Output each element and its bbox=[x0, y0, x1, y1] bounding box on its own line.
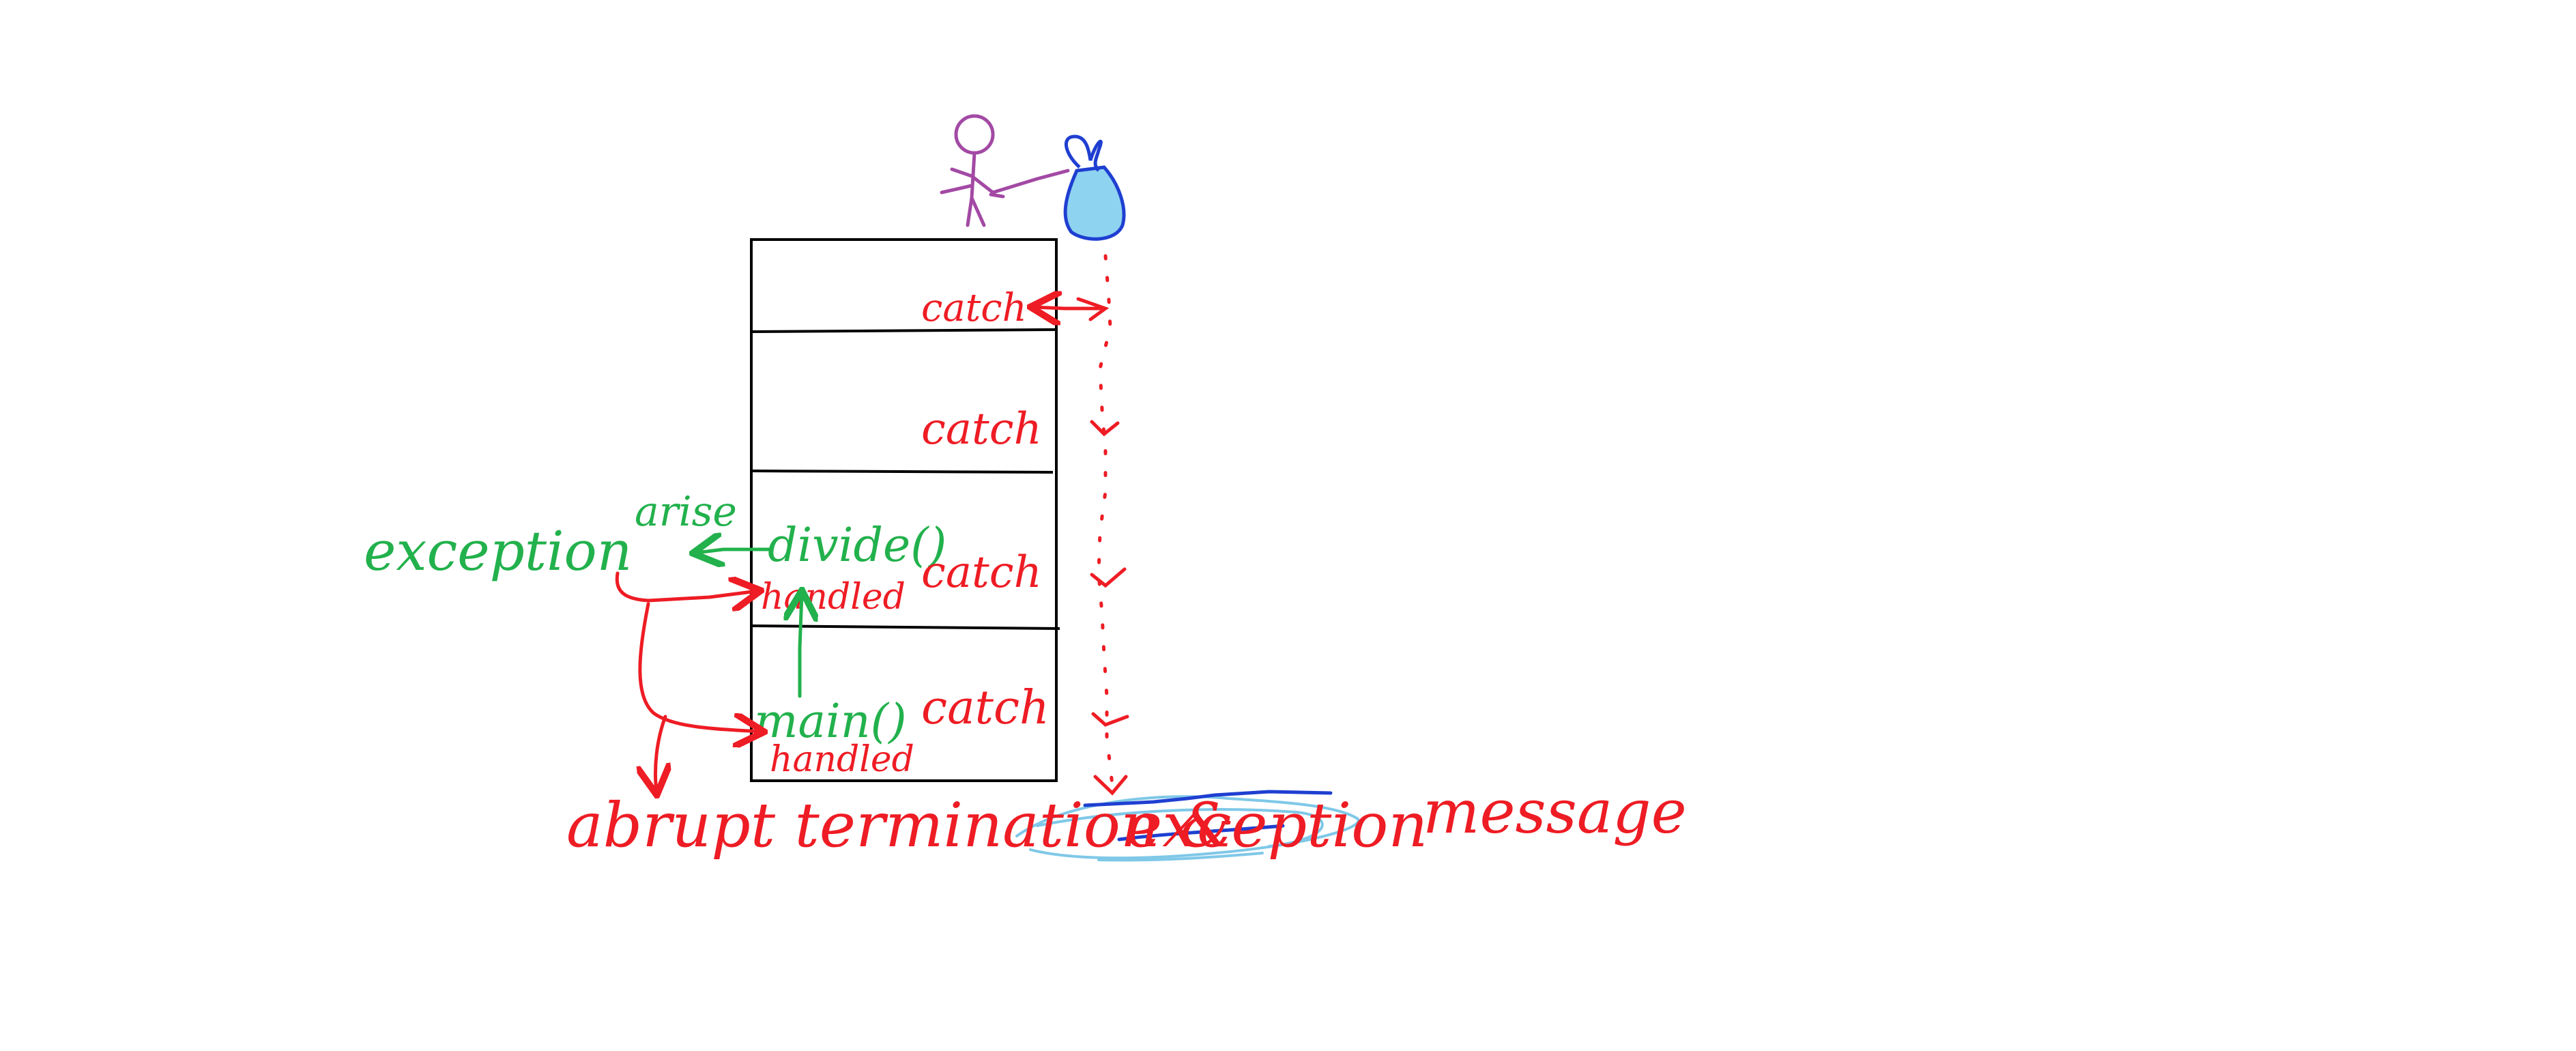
message-label: message bbox=[1423, 777, 1687, 847]
frame-3-method-label: divide() bbox=[768, 519, 946, 573]
frame-4-catch-label: catch bbox=[921, 681, 1050, 735]
frame-3-handled-label: handled bbox=[761, 577, 906, 618]
frame-1-catch-label: catch bbox=[921, 286, 1027, 330]
call-stack-outline bbox=[750, 238, 1058, 782]
frame-divider-3 bbox=[751, 624, 1060, 630]
frame-2-catch-label: catch bbox=[921, 404, 1042, 455]
propagation-path bbox=[1034, 254, 1129, 796]
frame-divider-2 bbox=[751, 470, 1054, 474]
frame-4-method-label: main() bbox=[754, 695, 907, 749]
frame-3-catch-label: catch bbox=[921, 547, 1042, 598]
abrupt-termination-label: abrupt termination & bbox=[566, 790, 1234, 861]
call-stack bbox=[750, 238, 1060, 782]
arise-label: arise bbox=[635, 488, 737, 536]
frame-4-handled-label: handled bbox=[770, 739, 914, 780]
highlight-scribble bbox=[1015, 790, 1360, 862]
exception-message-word: exception bbox=[1126, 790, 1428, 861]
stick-figure-icon bbox=[940, 114, 1070, 227]
catch-arrow bbox=[1034, 307, 1104, 308]
exception-label: exception bbox=[364, 519, 632, 583]
exception-bag-icon bbox=[1063, 134, 1126, 241]
green-arrows bbox=[696, 549, 802, 698]
frame-divider-1 bbox=[751, 328, 1057, 333]
red-handling-arrows bbox=[615, 571, 761, 792]
